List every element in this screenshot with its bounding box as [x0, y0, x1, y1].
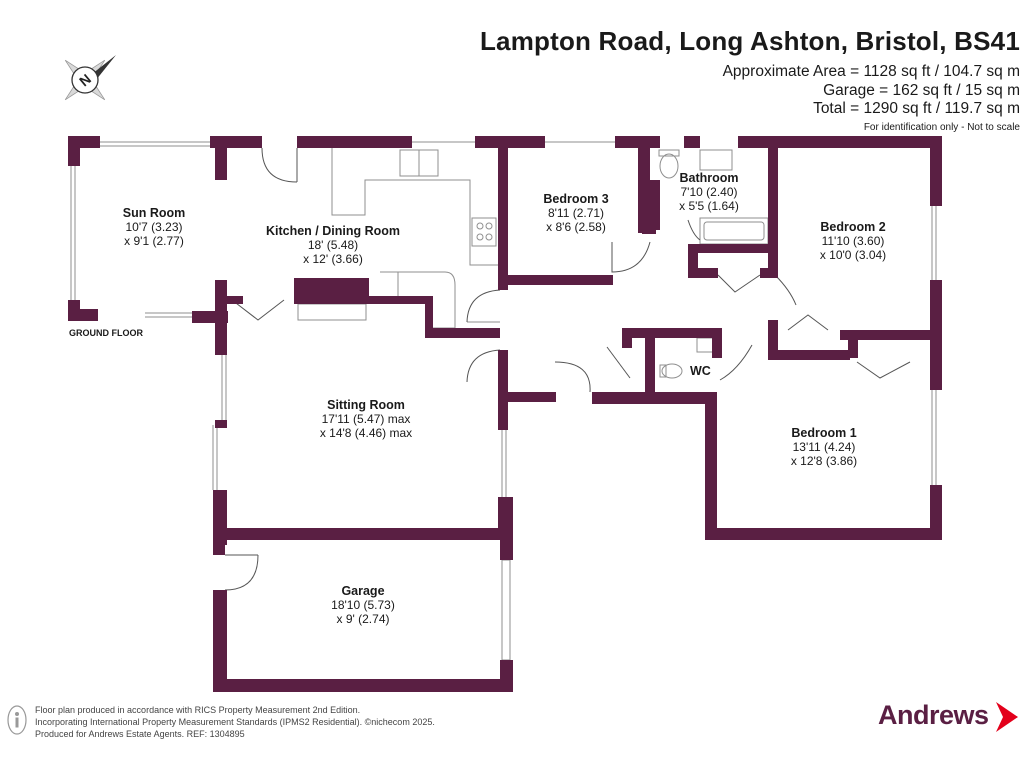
room-name: Kitchen / Dining Room — [265, 224, 401, 238]
footer-line: Floor plan produced in accordance with R… — [35, 705, 361, 715]
room-dim: 10'7 (3.23) — [125, 220, 183, 234]
compass-icon: N — [64, 55, 116, 101]
room-dim: 18' (5.48) — [307, 238, 359, 252]
room-dim: x 14'8 (4.46) max — [319, 426, 413, 440]
room-name: Garage — [341, 584, 385, 598]
room-dim: 8'11 (2.71) — [547, 206, 605, 220]
room-name: Sitting Room — [327, 398, 405, 412]
area-garage: Garage = 162 sq ft / 15 sq m — [823, 82, 1020, 99]
room-dim: x 5'5 (1.64) — [679, 199, 739, 213]
room-name: Bathroom — [679, 171, 739, 185]
room-name: WC — [690, 364, 711, 378]
identification-note: For identification only - Not to scale — [863, 122, 1020, 133]
room-dim: 11'10 (3.60) — [821, 234, 885, 248]
room-dim: x 8'6 (2.58) — [546, 220, 606, 234]
footer-line: Incorporating International Property Mea… — [35, 717, 435, 727]
room-dim: 7'10 (2.40) — [680, 185, 738, 199]
floor-label: GROUND FLOOR — [69, 328, 143, 338]
room-wc: WC — [690, 364, 711, 378]
room-dim: 13'11 (4.24) — [792, 440, 856, 454]
room-name: Sun Room — [122, 206, 186, 220]
room-dim: x 9'1 (2.77) — [124, 234, 184, 248]
room-dim: x 9' (2.74) — [336, 612, 390, 626]
room-dim: 18'10 (5.73) — [331, 598, 395, 612]
area-total: Total = 1290 sq ft / 119.7 sq m — [813, 100, 1020, 117]
andrews-logo-chevron-icon — [996, 702, 1018, 732]
room-name: Bedroom 3 — [543, 192, 609, 206]
andrews-logo-text: Andrews — [878, 700, 989, 730]
page-title: Lampton Road, Long Ashton, Bristol, BS41 — [479, 26, 1020, 56]
room-name: Bedroom 2 — [820, 220, 886, 234]
room-name: Bedroom 1 — [791, 426, 857, 440]
area-approximate: Approximate Area = 1128 sq ft / 104.7 sq… — [722, 63, 1020, 80]
footer-line: Produced for Andrews Estate Agents. REF:… — [35, 729, 245, 739]
room-dim: x 12'8 (3.86) — [790, 454, 858, 468]
room-dim: 17'11 (5.47) max — [321, 412, 411, 426]
info-person-icon — [7, 705, 27, 735]
room-dim: x 10'0 (3.04) — [819, 248, 887, 262]
walls — [68, 136, 942, 692]
room-dim: x 12' (3.66) — [303, 252, 363, 266]
